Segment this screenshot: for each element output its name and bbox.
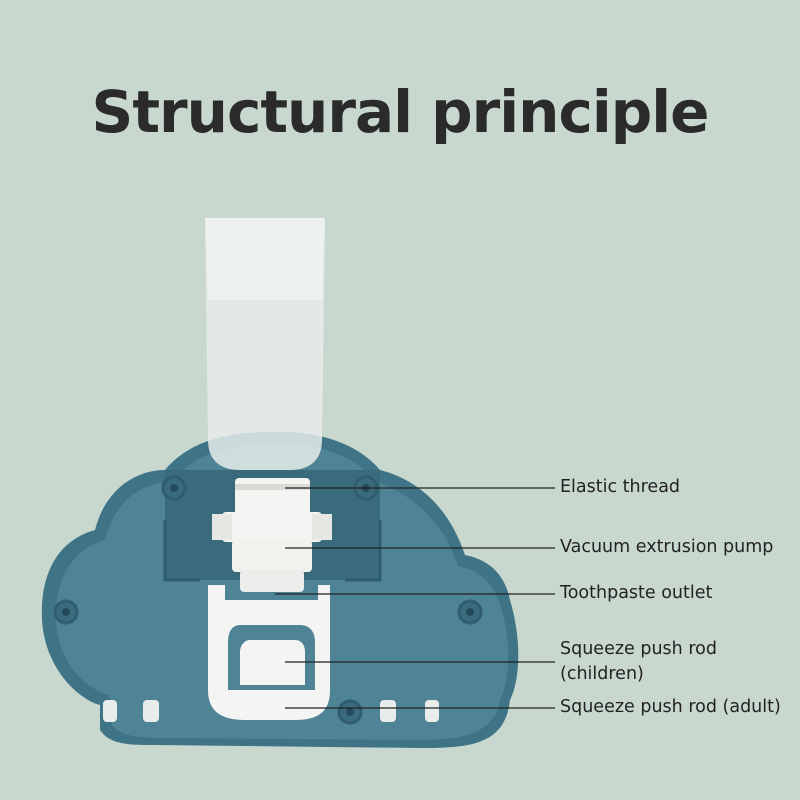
page-title: Structural principle bbox=[91, 78, 710, 146]
toothpaste-tube bbox=[205, 218, 325, 470]
label-squeeze-push-rod-adult: Squeeze push rod (adult) bbox=[560, 697, 781, 717]
vacuum-pump-assembly bbox=[212, 478, 332, 592]
label-vacuum-extrusion-pump: Vacuum extrusion pump bbox=[560, 537, 774, 557]
squeeze-push-rod bbox=[208, 585, 330, 720]
label-elastic-thread: Elastic thread bbox=[560, 477, 681, 497]
leader-lines bbox=[275, 487, 555, 709]
label-toothpaste-outlet: Toothpaste outlet bbox=[560, 583, 713, 603]
label-squeeze-push-rod-children: Squeeze push rod (children) bbox=[560, 639, 717, 684]
